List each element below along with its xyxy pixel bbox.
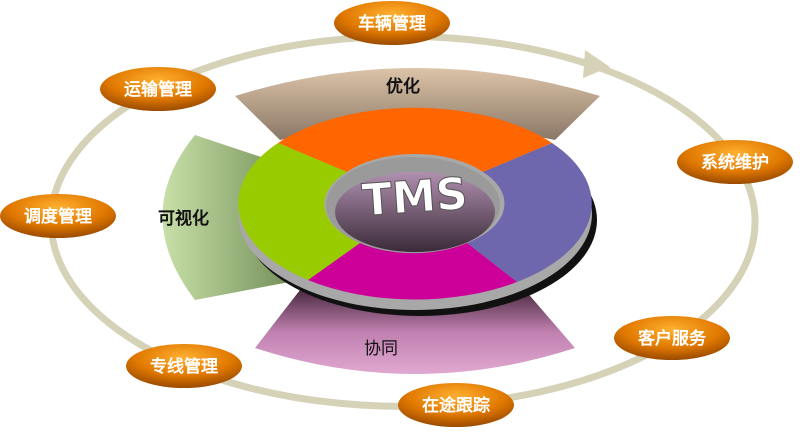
module-bubble-shape bbox=[677, 140, 793, 184]
module-bubble: 系统维护 bbox=[677, 140, 793, 184]
center-core bbox=[335, 172, 495, 252]
segment-purple bbox=[467, 143, 592, 282]
band-label-left: 可视化 bbox=[158, 208, 209, 229]
cycle-loop bbox=[47, 32, 759, 410]
module-bubble: 客户服务 bbox=[614, 316, 730, 360]
segment-orange bbox=[278, 107, 552, 172]
module-bubble: 调度管理 bbox=[0, 194, 116, 238]
module-bubble: 运输管理 bbox=[100, 67, 216, 111]
segment-green bbox=[238, 143, 360, 280]
module-bubble-shape bbox=[126, 344, 242, 388]
module-bubble: 专线管理 bbox=[126, 344, 242, 388]
segment-magenta bbox=[308, 243, 517, 300]
module-bubble-shape bbox=[100, 67, 216, 111]
module-bubble-shape bbox=[614, 316, 730, 360]
module-label: 车辆管理 bbox=[358, 13, 426, 34]
module-bubble-shape bbox=[0, 194, 116, 238]
module-bubble: 车辆管理 bbox=[334, 1, 450, 45]
band-label-top: 优化 bbox=[386, 76, 420, 97]
module-label: 在途跟踪 bbox=[422, 395, 490, 416]
band-label-bottom: 协同 bbox=[364, 339, 398, 359]
module-bubble-shape bbox=[334, 1, 450, 45]
band-bottom bbox=[255, 290, 575, 374]
loop-arrowhead-icon bbox=[583, 50, 610, 78]
module-bubble-shape bbox=[398, 383, 514, 427]
module-label: 专线管理 bbox=[150, 356, 218, 377]
center-label: TMS bbox=[360, 168, 469, 226]
module-label: 运输管理 bbox=[124, 79, 192, 100]
module-label: 调度管理 bbox=[24, 206, 92, 227]
module-label: 系统维护 bbox=[701, 152, 769, 173]
module-bubble: 在途跟踪 bbox=[398, 383, 514, 427]
module-label: 客户服务 bbox=[637, 328, 707, 349]
